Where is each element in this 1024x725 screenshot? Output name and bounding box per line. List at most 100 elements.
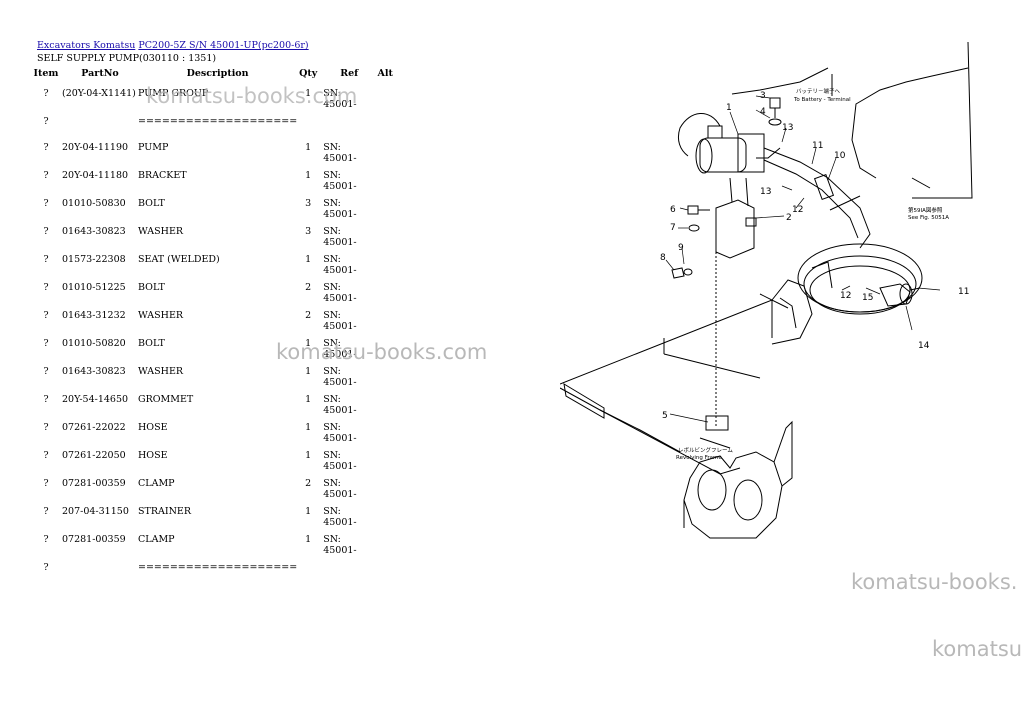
partno-cell: 20Y-04-11180 [62, 170, 129, 181]
ref-cell: SN: 45001- [323, 338, 357, 360]
watermark: komatsu-books. [851, 570, 1018, 594]
alt-cell [375, 136, 395, 164]
callout-13: 13 [782, 123, 793, 133]
callout-9: 9 [678, 243, 684, 253]
diagram-bracket [715, 199, 755, 259]
partno-cell: 20Y-54-14650 [62, 394, 129, 405]
diagram-frame-line [771, 279, 813, 345]
diagram-frame-line [560, 299, 789, 385]
qty-cell: 1 [305, 254, 312, 265]
breadcrumb-link-model[interactable]: PC200-5Z S/N 45001-UP(pc200-6r) [138, 40, 309, 51]
diagram-frame-line [560, 387, 741, 475]
table-header-row: Item PartNo Description Qty Ref Alt [30, 66, 395, 80]
callout-6: 6 [670, 205, 676, 215]
diagram-pump-top [707, 125, 723, 139]
diagram-pedestal [683, 451, 783, 539]
callout-11b: 11 [958, 287, 969, 297]
description-cell: STRAINER [138, 506, 192, 517]
alt-cell [375, 528, 395, 556]
alt-cell [375, 472, 395, 500]
callout-8: 8 [660, 253, 666, 263]
parts-diagram: 1 2 3 4 5 6 7 8 9 10 11 11 12 12 13 13 1… [560, 41, 973, 539]
qty-cell [297, 556, 319, 582]
alt-cell [375, 360, 395, 388]
qty-cell: 2 [305, 282, 312, 293]
diagram-frame-line [811, 261, 833, 289]
partno-cell: 207-04-31150 [62, 506, 129, 517]
callout-4: 4 [760, 107, 766, 117]
table-row: ?==================== [30, 110, 395, 136]
ref-cell: SN: 45001- [323, 88, 357, 110]
ref-cell [319, 556, 375, 582]
ref-cell: SN: 45001- [323, 450, 357, 472]
qty-cell: 1 [305, 506, 312, 517]
note-battery-jp: バッテリ－端子へ [796, 87, 841, 95]
alt-cell [375, 164, 395, 192]
item-cell: ? [43, 226, 49, 237]
item-cell: ? [43, 562, 49, 573]
qty-cell: 1 [305, 170, 312, 181]
item-cell: ? [43, 116, 49, 127]
col-header-partno: PartNo [81, 67, 119, 79]
diagram-clamp [899, 283, 913, 305]
breadcrumb-link-category[interactable]: Excavators Komatsu [37, 40, 136, 51]
note-battery: To Battery - Terminal [793, 97, 851, 103]
partno-cell: 07281-00359 [62, 478, 126, 489]
qty-cell [297, 110, 319, 136]
ref-cell: SN: 45001- [323, 282, 357, 304]
diagram-note-arrow [911, 177, 931, 189]
item-cell: ? [43, 422, 49, 433]
alt-cell [375, 110, 395, 136]
ref-cell: SN: 45001- [323, 310, 357, 332]
diagram-wire [677, 113, 721, 157]
callout-12b: 12 [840, 291, 851, 301]
description-cell: WASHER [138, 366, 184, 377]
partno-cell [62, 556, 138, 582]
diagram-pedestal-hole [733, 479, 763, 521]
ref-cell: SN: 45001- [323, 394, 357, 416]
diagram-bolt [671, 267, 685, 279]
diagram-bolt [769, 97, 781, 118]
ref-cell: SN: 45001- [323, 254, 357, 276]
partno-cell: 01643-30823 [62, 366, 126, 377]
callout-1: 1 [726, 103, 732, 113]
description-cell: SEAT (WELDED) [138, 254, 220, 265]
callout-10: 10 [834, 151, 846, 161]
description-cell: BOLT [138, 282, 165, 293]
diagram-hose-coil [803, 255, 917, 313]
qty-cell: 1 [305, 422, 312, 433]
callout-12: 12 [792, 205, 803, 215]
ref-cell: SN: 45001- [323, 366, 357, 388]
ref-cell: SN: 45001- [323, 170, 357, 192]
qty-cell: 1 [305, 450, 312, 461]
col-header-qty: Qty [299, 67, 318, 79]
item-cell: ? [43, 450, 49, 461]
diagram-hose [763, 147, 871, 249]
partno-cell: 20Y-04-11190 [62, 142, 129, 153]
col-header-item: Item [33, 67, 59, 79]
ref-cell [319, 110, 375, 136]
ref-cell: SN: 45001- [323, 478, 357, 500]
table-row: ? ==================== [30, 556, 395, 582]
qty-cell: 3 [305, 198, 312, 209]
diagram-washer [683, 268, 693, 276]
note-fig: See Fig. 5051A [908, 215, 949, 221]
partno-cell: (20Y-04-X1141) [62, 88, 136, 99]
qty-cell: 3 [305, 226, 312, 237]
description-cell: CLAMP [138, 478, 175, 489]
diagram-hose [763, 159, 859, 239]
ref-cell: SN: 45001- [323, 422, 357, 444]
diagram-pump-body [699, 137, 747, 173]
alt-cell [375, 304, 395, 332]
description-cell: ==================== [138, 562, 298, 573]
alt-cell [375, 220, 395, 248]
item-cell: ? [43, 366, 49, 377]
callout-5: 5 [662, 411, 668, 421]
item-cell: ? [43, 282, 49, 293]
